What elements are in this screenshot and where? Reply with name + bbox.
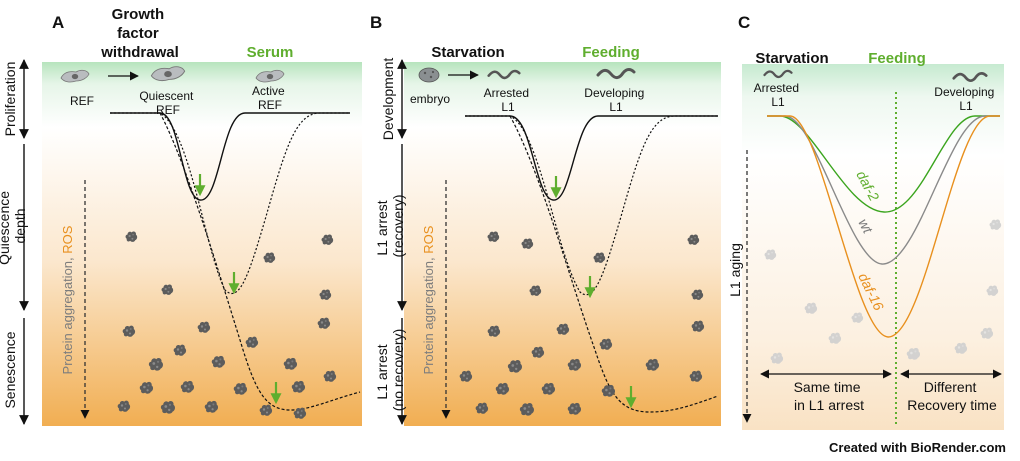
label-ref: REF xyxy=(70,94,94,108)
curve-long-arrest xyxy=(465,115,718,296)
label-developing-l1: Developing L1 xyxy=(584,86,647,114)
panel-c-header-left: Starvation xyxy=(755,50,828,67)
axis-label-quiescence-depth: Quiescence depth xyxy=(0,187,28,265)
label-protein-aggregation: Protein aggregation, ROS xyxy=(421,225,436,374)
label-same-time: Same time in L1 arrest xyxy=(794,379,865,413)
axis-label-l1-arrest-recovery: L1 arrest (recovery) xyxy=(374,194,406,257)
label-l1-aging: L1 aging xyxy=(727,243,743,297)
panel-c-letter: C xyxy=(738,13,750,32)
axis-label-senescence: Senescence xyxy=(2,331,18,408)
label-active-ref: Active REF xyxy=(252,84,288,112)
panel-a-letter: A xyxy=(52,13,64,32)
label-different-recovery: Different Recovery time xyxy=(907,379,997,413)
footer-credit: Created with BioRender.com xyxy=(829,440,1006,455)
panel-a-header-right: Serum xyxy=(247,44,294,61)
embryo-icon xyxy=(418,67,440,83)
curve-daf-16 xyxy=(767,115,1000,338)
panel-a-header-left: Growth factor withdrawal xyxy=(100,6,179,61)
curve-senescence xyxy=(159,112,361,411)
axis-label-proliferation: Proliferation xyxy=(2,62,18,137)
panel-c-header-right: Feeding xyxy=(868,50,926,67)
panel-b: B Starvation Feeding embryo Arrested L1 … xyxy=(370,13,721,426)
panel-c-background xyxy=(742,64,1004,430)
axis-label-l1-arrest-no-recovery: L1 arrest (no recovery) xyxy=(374,329,406,411)
panel-c: C Starvation Feeding Arrested L1 Develop… xyxy=(727,13,1004,430)
panel-b-letter: B xyxy=(370,13,382,32)
curve-short-arrest xyxy=(465,115,718,201)
label-arrested-l1: Arrested L1 xyxy=(754,81,803,109)
panel-a: A Growth factor withdrawal Serum REF Qui… xyxy=(0,6,362,426)
label-developing-l1: Developing L1 xyxy=(934,85,997,113)
axis-label-development: Development xyxy=(380,58,396,141)
label-embryo: embryo xyxy=(410,92,450,106)
panel-b-header-left: Starvation xyxy=(431,44,504,61)
label-arrested-l1: Arrested L1 xyxy=(484,86,533,114)
panel-b-background xyxy=(404,62,721,426)
label-protein-aggregation: Protein aggregation, ROS xyxy=(60,225,75,374)
panel-a-background xyxy=(42,62,362,426)
panel-b-header-right: Feeding xyxy=(582,44,640,61)
